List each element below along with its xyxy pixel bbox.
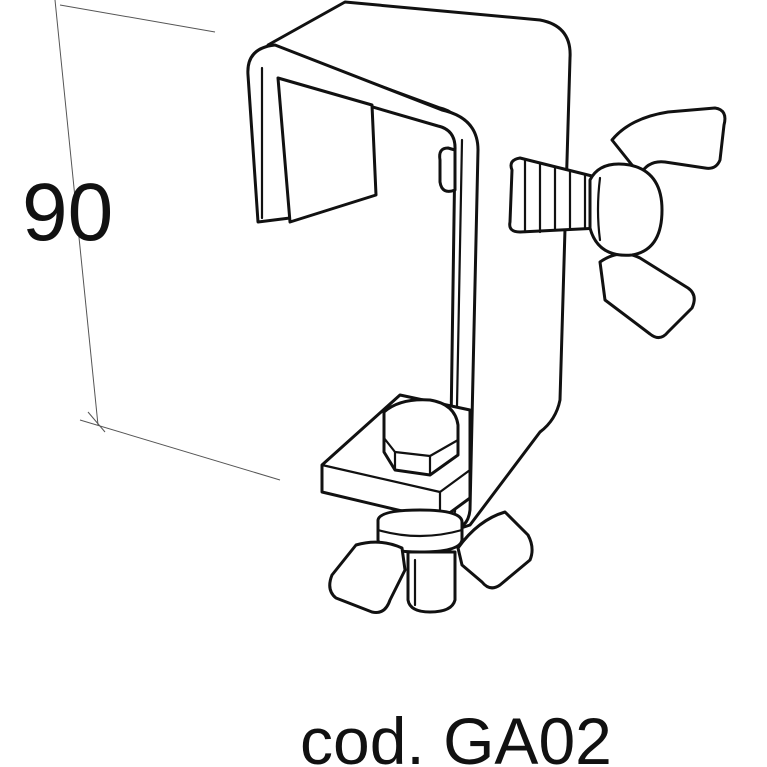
side-bolt — [438, 146, 602, 234]
side-wing-nut — [588, 106, 727, 339]
dimension-label: 90 — [22, 167, 113, 258]
dimension-lines — [54, 0, 281, 481]
hex-bolt-head — [382, 398, 460, 477]
bottom-wing-nut — [328, 510, 534, 614]
product-code-label: cod. GA02 — [300, 704, 612, 767]
